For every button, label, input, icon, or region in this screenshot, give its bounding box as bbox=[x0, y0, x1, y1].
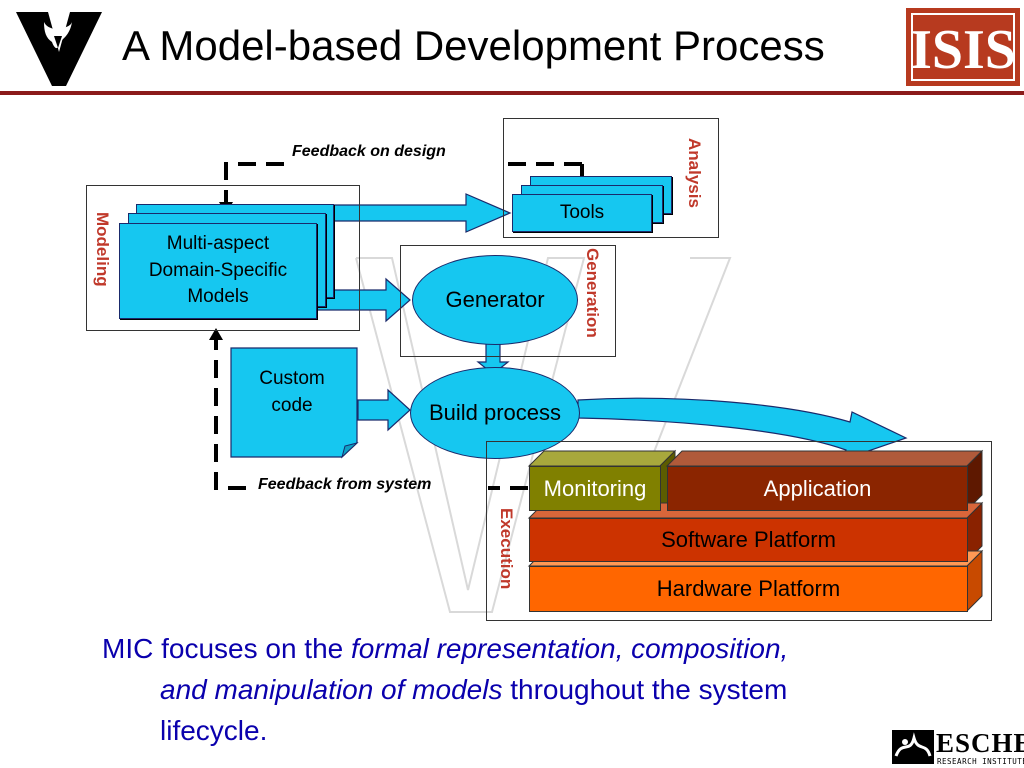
analysis-panel bbox=[503, 118, 719, 238]
software-platform-layer[interactable]: Software Platform bbox=[529, 518, 968, 562]
arrow-models-to-generator bbox=[315, 277, 411, 323]
custom-code-shape bbox=[230, 347, 359, 459]
summary-part1: MIC focuses on the bbox=[102, 633, 352, 664]
models-box[interactable]: Multi-aspect Domain-Specific Models bbox=[119, 223, 317, 319]
custom-code-box[interactable]: Custom code bbox=[259, 368, 325, 416]
svg-text:ISIS: ISIS bbox=[910, 19, 1016, 81]
feedback-from-system-path bbox=[214, 340, 528, 490]
modeling-panel bbox=[86, 185, 360, 331]
summary-part3: lifecycle. bbox=[160, 715, 268, 746]
summary-emphasis2: and manipulation of models bbox=[160, 674, 503, 705]
modeling-label: Modeling bbox=[93, 212, 112, 287]
feedback-system-arrowhead bbox=[209, 328, 223, 340]
application-layer[interactable]: Application bbox=[667, 466, 968, 511]
execution-label: Execution bbox=[497, 508, 516, 590]
arrow-build-to-application bbox=[577, 397, 908, 461]
summary-text: MIC focuses on the formal representation… bbox=[102, 628, 962, 751]
escher-mark-icon bbox=[892, 730, 934, 764]
escher-subtitle: RESEARCH INSTITUTE bbox=[937, 757, 1024, 766]
flow-arrows bbox=[315, 193, 908, 461]
title-rule bbox=[0, 91, 1024, 95]
monitoring-layer[interactable]: Monitoring bbox=[529, 466, 661, 511]
feedback-on-design-path bbox=[224, 162, 582, 202]
generation-panel bbox=[400, 245, 616, 357]
feedback-on-design-label: Feedback on design bbox=[292, 143, 446, 160]
arrow-models-to-tools bbox=[329, 193, 512, 233]
isis-logo: ISIS bbox=[906, 8, 1020, 86]
execution-panel bbox=[486, 441, 992, 621]
page-title: A Model-based Development Process bbox=[122, 22, 825, 69]
arrow-code-to-build bbox=[357, 388, 411, 432]
tools-box[interactable]: Tools bbox=[512, 194, 652, 232]
hardware-platform-layer[interactable]: Hardware Platform bbox=[529, 566, 968, 612]
summary-part2: throughout the system bbox=[502, 674, 788, 705]
summary-emphasis1: formal representation, composition, bbox=[351, 633, 789, 664]
vanderbilt-v-logo bbox=[16, 12, 102, 86]
generator-node[interactable]: Generator bbox=[412, 255, 578, 345]
build-process-node[interactable]: Build process bbox=[410, 367, 580, 459]
analysis-label: Analysis bbox=[685, 138, 704, 208]
feedback-from-system-label: Feedback from system bbox=[258, 476, 432, 493]
generation-label: Generation bbox=[583, 248, 602, 338]
